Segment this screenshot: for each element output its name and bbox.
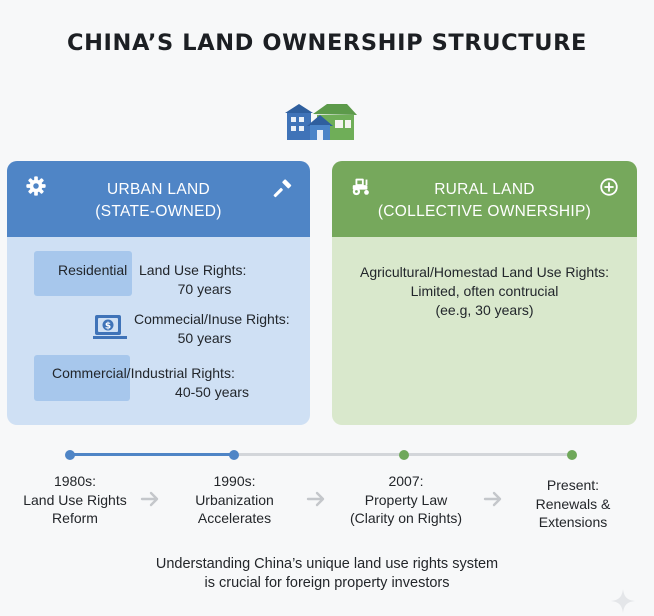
timeline-item-1980s: 1980s: Land Use Rights Reform [10,472,140,528]
timeline-2007-year: 2007: [388,473,424,489]
page-title: CHINA’S LAND OWNERSHIP STRUCTURE [67,30,587,56]
residential-pill [34,251,132,296]
urban-card-header: URBAN LAND (STATE-OWNED) [7,161,310,237]
footer-line2: is crucial for foreign property investor… [204,575,450,591]
tractor-icon [352,178,369,196]
timeline-item-2007: 2007: Property Law (Clarity on Rights) [336,472,476,528]
timeline-1990s-line3: Accelerates [197,510,272,526]
timeline-1980s-line2: Land Use Rights [23,491,127,508]
footer-line1: Understanding China’s unique land use ri… [155,556,499,572]
money-building-icon: $ [93,315,127,339]
svg-text:$: $ [105,322,111,332]
houses-icon [285,104,357,140]
timeline-dot-present [567,450,577,460]
plus-circle-icon [600,178,618,196]
timeline-1990s-line2: Urbanization [195,491,274,508]
timeline-1980s-year: 1980s: [53,473,97,489]
rural-title-line1: RURAL LAND [434,181,535,198]
residential-term: 70 years [177,281,232,297]
timeline-dot-2007 [399,450,409,460]
residential-label: Residential [58,262,128,278]
timeline-line-past [70,453,235,456]
rural-title-line2: (COLLECTIVE OWNERSHIP) [377,203,592,220]
timeline-present-line2: Renewals & [535,495,611,512]
footer-note: Understanding China’s unique land use ri… [0,555,654,593]
sparkle-icon [611,589,635,613]
timeline-present-label: Present: [546,477,600,493]
timeline-item-present: Present: Renewals & Extensions [512,476,634,532]
chevron-right-icon [483,491,502,507]
hammer-icon [273,179,292,198]
rural-card-header: RURAL LAND (COLLECTIVE OWNERSHIP) [332,161,637,237]
timeline-2007-line2: Property Law [364,491,448,508]
chevron-right-icon [306,491,325,507]
residential-rights: Land Use Rights: [139,262,247,278]
timeline-1980s-line3: Reform [52,510,98,526]
urban-land-card: URBAN LAND (STATE-OWNED) Residential Lan… [7,161,310,425]
gear-icon [26,176,46,196]
rural-rights-line3: (ee.g, 30 years) [435,302,534,318]
timeline-present-line3: Extensions [538,514,608,530]
timeline-item-1990s: 1990s: Urbanization Accelerates [172,472,297,528]
industrial-term: 40-50 years [175,384,249,400]
timeline-dot-1980s [65,450,75,460]
timeline-dot-1990s [229,450,239,460]
industrial-rights: Commercial/Industrial Rights: [52,365,235,381]
commercial-rights: Commecial/Inuse Rights: [134,311,290,327]
urban-title-line1: URBAN LAND [107,181,210,198]
chevron-right-icon [140,491,159,507]
rural-rights-line2: Limited, often contrucial [410,283,559,299]
commercial-term: 50 years [177,330,232,346]
timeline-2007-line3: (Clarity on Rights) [349,510,463,526]
rural-rights-line1: Agricultural/Homestad Land Use Rights: [359,264,609,280]
industrial-pill [34,355,130,401]
rural-land-card: RURAL LAND (COLLECTIVE OWNERSHIP) Agricu… [332,161,637,425]
timeline-1990s-year: 1990s: [213,473,256,489]
urban-title-line2: (STATE-OWNED) [95,203,222,220]
